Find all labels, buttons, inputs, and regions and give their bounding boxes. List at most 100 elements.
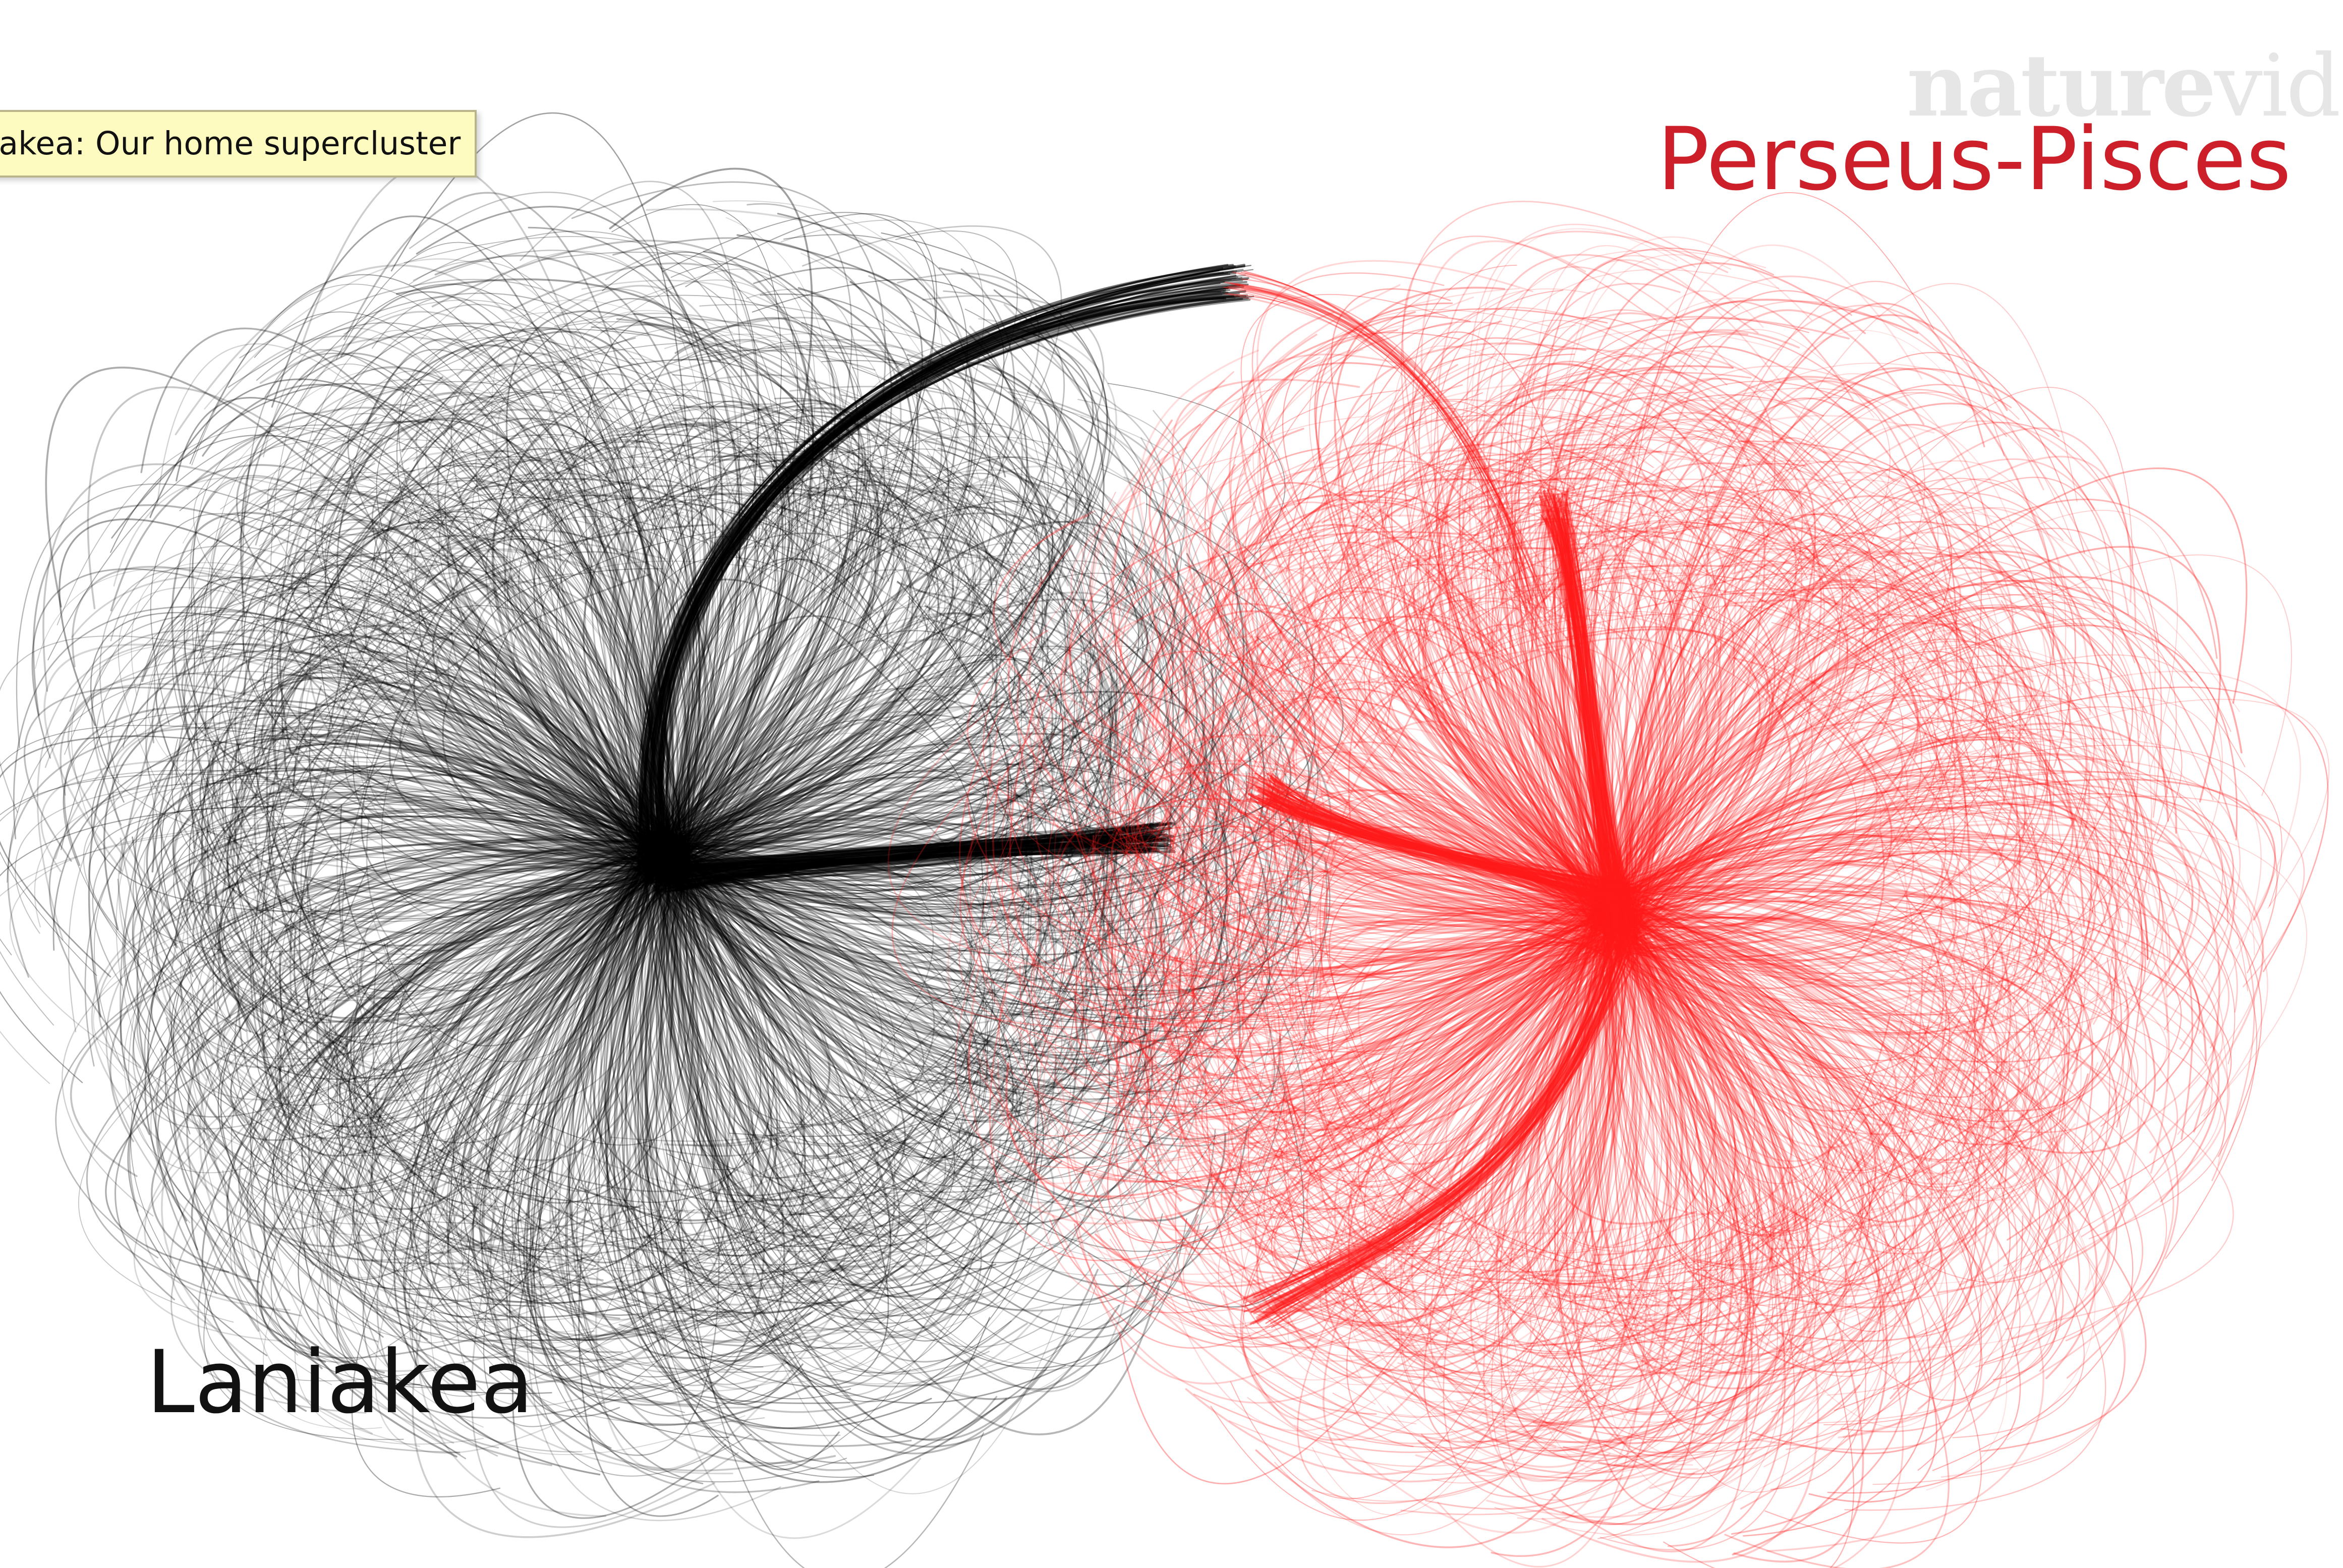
flow-line — [262, 327, 654, 844]
flow-line — [647, 772, 1208, 1057]
flow-line — [232, 663, 685, 845]
flow-line — [656, 873, 1060, 1295]
flow-line — [657, 867, 984, 1345]
flow-line — [347, 879, 647, 1309]
flow-line — [180, 857, 660, 1159]
flow-line — [679, 878, 1017, 1324]
flow-line — [674, 473, 1247, 882]
flow-line — [678, 849, 990, 1437]
flow-line — [364, 858, 657, 1216]
flow-line — [132, 785, 652, 1053]
flow-line — [628, 437, 901, 863]
flow-line — [663, 860, 1062, 1247]
flow-line — [279, 564, 675, 850]
flow-line — [412, 844, 676, 1397]
flow-line — [157, 877, 688, 1261]
flow-line — [414, 288, 723, 879]
flow-line — [396, 391, 687, 841]
flow-line — [668, 528, 1082, 854]
flow-line — [646, 208, 975, 872]
flow-line — [666, 839, 1042, 1377]
flow-line — [655, 288, 859, 869]
flow-line — [263, 679, 683, 943]
flow-line — [250, 865, 671, 1226]
flow-line — [322, 879, 670, 1127]
flow-line — [570, 836, 836, 1464]
flow-line — [63, 711, 683, 967]
flow-line — [182, 657, 689, 870]
flow-line — [191, 837, 650, 1374]
flow-line — [174, 765, 680, 946]
flow-line — [413, 230, 761, 838]
flow-line — [68, 722, 679, 1032]
flow-line — [665, 640, 1230, 906]
flow-line — [628, 868, 1035, 1235]
flow-line — [648, 808, 1154, 955]
flow-line — [124, 852, 681, 1278]
flow-line — [665, 671, 1029, 964]
flow-line — [665, 425, 793, 866]
flow-line — [664, 311, 1049, 874]
flow-line — [646, 834, 922, 1539]
flow-line — [616, 423, 830, 837]
flow-line — [422, 836, 716, 1286]
flow-line — [423, 863, 684, 1267]
flow-line — [270, 363, 644, 844]
flow-line — [404, 236, 812, 860]
flow-line — [220, 837, 666, 1338]
flow-line — [278, 491, 669, 853]
flow-line — [171, 511, 688, 855]
flow-line — [230, 857, 662, 1158]
flow-line — [645, 267, 784, 862]
flow-line — [605, 865, 1028, 1413]
flow-line — [362, 848, 685, 1254]
flow-line — [240, 412, 662, 866]
flow-line — [185, 705, 668, 876]
flow-line — [681, 452, 1044, 867]
flow-line — [223, 848, 646, 1050]
flow-line — [48, 768, 666, 1068]
flow-line — [410, 861, 667, 1318]
flow-line — [32, 504, 664, 836]
flow-line — [0, 735, 655, 978]
flow-line — [664, 459, 849, 853]
flow-line — [658, 837, 1095, 1311]
flow-line — [56, 426, 652, 875]
flow-line — [232, 695, 680, 930]
flow-line — [471, 853, 739, 1528]
title-tooltip: iakea: Our home supercluster — [0, 110, 477, 178]
flow-line — [277, 521, 658, 856]
flow-line — [668, 847, 1248, 1288]
flow-line — [658, 572, 1075, 909]
flow-line — [665, 663, 1315, 969]
flow-line — [238, 677, 664, 867]
flow-line — [666, 863, 986, 1159]
flow-line — [412, 850, 715, 1538]
flow-line — [671, 329, 1089, 866]
flow-line — [687, 844, 1273, 1276]
flow-line — [71, 644, 656, 861]
flow-line — [659, 651, 1281, 1028]
flow-line — [674, 771, 1247, 1015]
flow-line — [603, 851, 903, 1287]
flow-line — [686, 852, 904, 1372]
flow-line — [319, 840, 690, 1274]
flow-line — [502, 875, 695, 1288]
flow-line — [677, 851, 1222, 1089]
flow-line — [509, 835, 646, 1418]
flow-line — [557, 840, 862, 1336]
flow-line — [671, 398, 1187, 877]
flow-line — [23, 686, 647, 862]
flow-line — [641, 879, 861, 1179]
flow-line — [680, 508, 946, 858]
flow-line — [207, 778, 676, 960]
flow-line — [151, 643, 655, 876]
flow-line — [327, 510, 658, 839]
flow-line — [658, 520, 1139, 867]
flow-line — [0, 774, 673, 956]
flow-line — [67, 683, 657, 918]
flow-line — [334, 852, 668, 1305]
flow-line — [214, 769, 650, 1033]
flow-line — [526, 865, 781, 1522]
